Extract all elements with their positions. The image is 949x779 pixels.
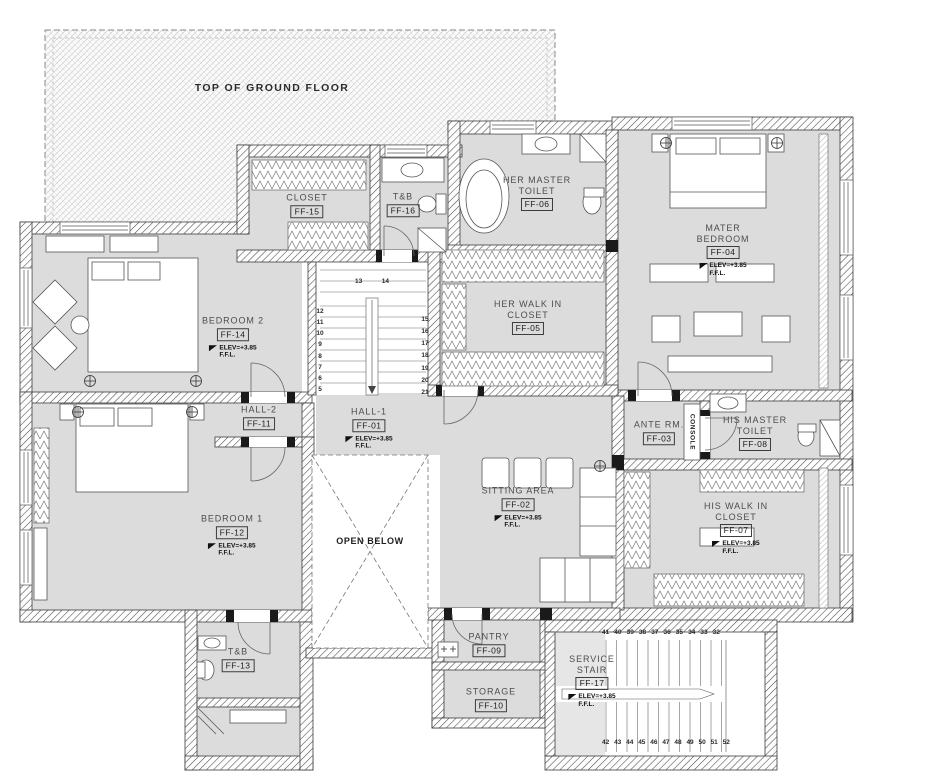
stair-step-number: 8 bbox=[318, 352, 322, 360]
stair-step-number: 14 bbox=[381, 278, 389, 285]
stair-step-number: 32 bbox=[712, 629, 720, 636]
wardrobes bbox=[33, 159, 805, 607]
stair-step-number: 13 bbox=[355, 278, 363, 285]
stair-step-number: 52 bbox=[722, 739, 730, 746]
stair-step-number: 12 bbox=[316, 308, 324, 315]
stair-step-number: 36 bbox=[663, 629, 671, 636]
stair-step-number: 44 bbox=[626, 739, 634, 746]
stair-step-number: 6 bbox=[318, 374, 322, 382]
stair-step-number: 46 bbox=[650, 739, 658, 746]
stair-step-number: 38 bbox=[638, 629, 647, 636]
sitting-area-furniture bbox=[481, 457, 755, 603]
balcony-rail bbox=[818, 133, 829, 609]
stair-step-number: 11 bbox=[316, 319, 324, 327]
windows bbox=[19, 116, 854, 586]
stair-step-number: 39 bbox=[626, 629, 634, 636]
stair-step-number: 34 bbox=[688, 629, 696, 636]
main-staircase bbox=[320, 269, 426, 396]
stair-step-number: 48 bbox=[674, 739, 682, 746]
door-swings bbox=[237, 225, 738, 655]
stair-step-number: 15 bbox=[421, 316, 429, 323]
open-below-label: OPEN BELOW bbox=[336, 536, 404, 546]
stair-step-number: 21 bbox=[421, 388, 429, 396]
stair-step-number: 5 bbox=[318, 385, 322, 393]
stair-step-number: 42 bbox=[602, 739, 610, 746]
console-table bbox=[683, 403, 701, 461]
stair-step-number: 7 bbox=[318, 363, 322, 371]
stair-step-number: 19 bbox=[421, 364, 429, 372]
service-stair-bottom-numbers: 42 43 44 45 46 47 48 49 50 51 52 bbox=[602, 739, 730, 746]
stair-step-number: 50 bbox=[698, 739, 706, 746]
stair-step-number: 18 bbox=[421, 352, 429, 360]
main-stair-left-numbers: 12 11 10 9 8 7 6 5 bbox=[314, 308, 326, 393]
stair-step-number: 49 bbox=[686, 739, 694, 746]
stair-step-number: 33 bbox=[700, 629, 708, 636]
pantry-fixture bbox=[437, 641, 459, 658]
door-openings bbox=[234, 250, 710, 622]
service-staircase bbox=[556, 640, 727, 752]
bedroom1-furniture bbox=[33, 403, 205, 601]
main-stair-right-numbers: 15 16 17 18 19 20 21 bbox=[419, 316, 431, 396]
bedroom2-furniture bbox=[32, 235, 199, 373]
stair-step-number: 10 bbox=[316, 330, 324, 338]
bathroom-fixtures bbox=[196, 133, 841, 735]
stair-step-number: 17 bbox=[421, 340, 429, 348]
master-bedroom-furniture bbox=[649, 133, 791, 373]
console-label: CONSOLE bbox=[688, 413, 696, 451]
stair-step-number: 41 bbox=[602, 629, 610, 636]
ceiling-fixture-symbols bbox=[72, 137, 783, 472]
stair-step-number: 35 bbox=[675, 629, 684, 636]
stair-step-number: 40 bbox=[614, 629, 622, 636]
stair-step-number: 16 bbox=[421, 328, 429, 336]
stair-step-number: 37 bbox=[651, 629, 659, 636]
service-stair-top-numbers: 41 40 39 38 37 36 35 34 33 32 bbox=[602, 629, 720, 636]
stair-step-number: 9 bbox=[318, 341, 322, 349]
stair-step-number: 47 bbox=[662, 739, 670, 746]
stair-step-number: 20 bbox=[421, 376, 429, 384]
stair-step-number: 45 bbox=[638, 739, 646, 746]
stair-step-number: 43 bbox=[614, 739, 622, 746]
plan-title: TOP OF GROUND FLOOR bbox=[194, 82, 350, 94]
main-stair-landing-numbers: 13 14 bbox=[355, 278, 389, 285]
stair-step-number: 51 bbox=[710, 739, 718, 746]
open-below-void bbox=[311, 454, 429, 649]
